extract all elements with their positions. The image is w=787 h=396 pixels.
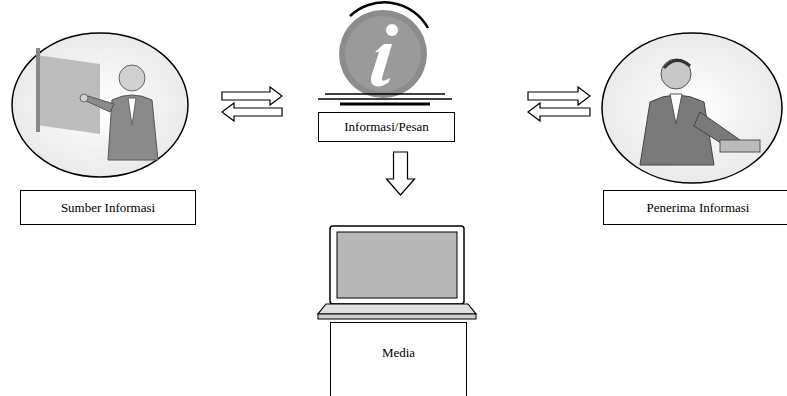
node-label: Sumber Informasi [61, 200, 155, 216]
speaker-figure [12, 33, 188, 177]
node-label: Media [382, 345, 415, 361]
node-label: Penerima Informasi [647, 200, 750, 216]
info-icon [318, 2, 452, 104]
flow-arrow [528, 87, 590, 105]
node-label: Informasi/Pesan [344, 119, 428, 135]
flow-arrow [222, 103, 282, 121]
label-box: Penerima Informasi [603, 190, 787, 225]
label-box: Sumber Informasi [20, 190, 196, 225]
label-box: Informasi/Pesan [318, 112, 455, 142]
flow-arrow [528, 103, 590, 121]
flow-arrow [222, 87, 282, 105]
label-box: Media [330, 322, 467, 396]
laptop-icon [318, 226, 476, 319]
receiver-figure [602, 33, 782, 183]
flow-arrow [387, 152, 415, 195]
